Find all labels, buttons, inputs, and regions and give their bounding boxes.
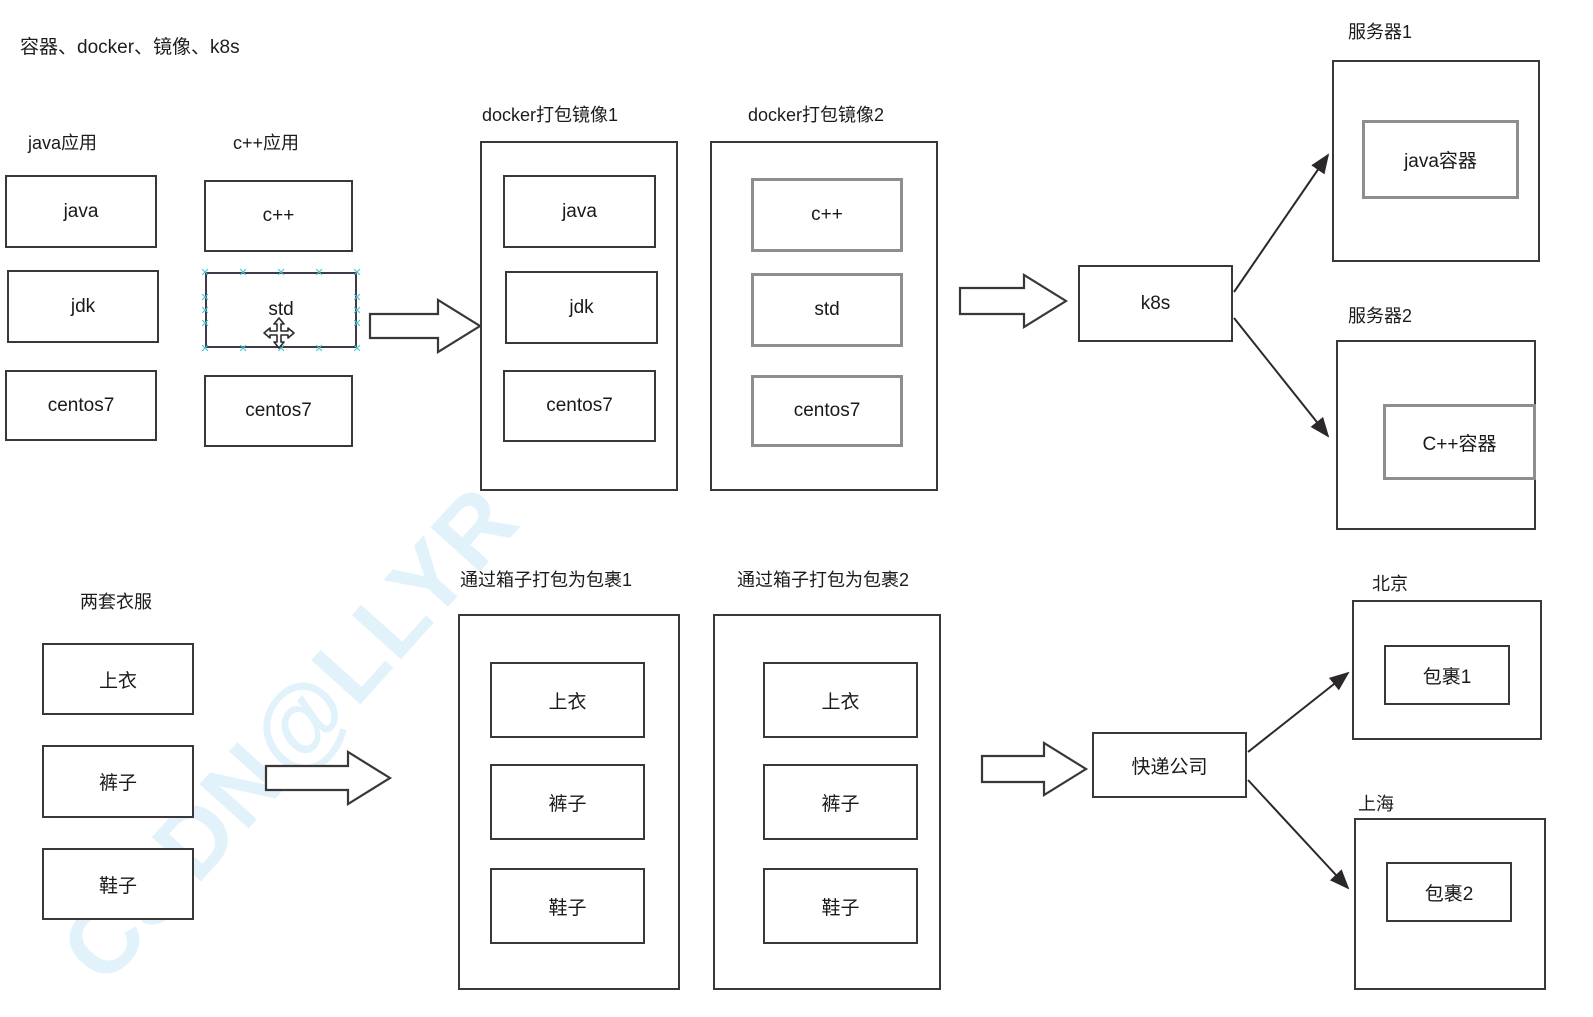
selection-handle-x-icon[interactable]: ✕: [200, 341, 210, 355]
selection-handle-x-icon[interactable]: ✕: [238, 265, 248, 279]
selection-handle-x-icon[interactable]: ✕: [276, 341, 286, 355]
layer-box-java-app-1[interactable]: jdk: [7, 270, 159, 343]
selection-handle-x-icon[interactable]: ✕: [352, 341, 362, 355]
layer-box-image1-1[interactable]: jdk: [505, 271, 658, 344]
label-server2: 服务器2: [1348, 306, 1413, 326]
selection-handle-x-icon[interactable]: ✕: [200, 303, 210, 317]
layer-box-java-app-2[interactable]: centos7: [5, 370, 157, 441]
dest2-parcel-box[interactable]: 包裹2: [1386, 862, 1512, 922]
label-java-app: java应用: [28, 133, 98, 153]
selection-handle-x-icon[interactable]: ✕: [200, 290, 210, 304]
selection-handle-x-icon[interactable]: ✕: [352, 316, 362, 330]
move-cursor-4way-icon: [262, 316, 296, 350]
package2-item-box-2[interactable]: 鞋子: [763, 868, 918, 944]
arrow-courier-to-dest1: [1247, 671, 1350, 753]
label-cpp-app: c++应用: [233, 133, 300, 153]
clothes-item-box-0[interactable]: 上衣: [42, 643, 194, 715]
layer-box-image1-2[interactable]: centos7: [503, 370, 656, 442]
label-package1: 通过箱子打包为包裹1: [460, 570, 633, 590]
block-arrow-right-icon: [958, 272, 1070, 335]
label-image2: docker打包镜像2: [748, 105, 885, 125]
label-clothes: 两套衣服: [80, 592, 152, 612]
block-arrow-right-icon: [264, 748, 394, 813]
selection-handle-x-icon[interactable]: ✕: [200, 316, 210, 330]
dest1-parcel-box[interactable]: 包裹1: [1384, 645, 1510, 705]
selection-handle-x-icon[interactable]: ✕: [352, 290, 362, 304]
layer-box-image1-0[interactable]: java: [503, 175, 656, 248]
arrow-courier-to-dest2: [1247, 779, 1350, 890]
courier-box[interactable]: 快递公司: [1092, 732, 1247, 798]
layer-box-image2-0[interactable]: c++: [751, 178, 903, 252]
server1-container-box[interactable]: java容器: [1362, 120, 1519, 199]
k8s-box[interactable]: k8s: [1078, 265, 1233, 342]
selection-handle-x-icon[interactable]: ✕: [276, 265, 286, 279]
page-title: 容器、docker、镜像、k8s: [20, 37, 240, 58]
package1-item-box-2[interactable]: 鞋子: [490, 868, 645, 944]
layer-box-cpp-app-2[interactable]: centos7: [204, 375, 353, 447]
block-arrow-right-icon: [980, 740, 1092, 803]
selection-handle-x-icon[interactable]: ✕: [200, 265, 210, 279]
layer-box-image2-1[interactable]: std: [751, 273, 903, 347]
layer-box-cpp-app-1-label: std: [268, 299, 294, 320]
selection-handle-x-icon[interactable]: ✕: [238, 341, 248, 355]
package1-item-box-1[interactable]: 裤子: [490, 764, 645, 840]
layer-box-java-app-0[interactable]: java: [5, 175, 157, 248]
block-arrow-right-icon: [368, 296, 484, 361]
selection-handle-x-icon[interactable]: ✕: [314, 265, 324, 279]
selection-handle-x-icon[interactable]: ✕: [314, 341, 324, 355]
clothes-item-box-1[interactable]: 裤子: [42, 745, 194, 818]
clothes-item-box-2[interactable]: 鞋子: [42, 848, 194, 920]
selection-handle-x-icon[interactable]: ✕: [352, 303, 362, 317]
label-dest2: 上海: [1358, 794, 1394, 814]
selection-handle-x-icon[interactable]: ✕: [352, 265, 362, 279]
label-server1: 服务器1: [1348, 22, 1413, 42]
arrow-k8s-to-server2: [1233, 317, 1330, 438]
arrow-k8s-to-server1: [1233, 153, 1330, 293]
package1-item-box-0[interactable]: 上衣: [490, 662, 645, 738]
layer-box-image2-2[interactable]: centos7: [751, 375, 903, 447]
layer-box-cpp-app-0[interactable]: c++: [204, 180, 353, 252]
server2-container-box[interactable]: C++容器: [1383, 404, 1536, 480]
label-package2: 通过箱子打包为包裹2: [737, 570, 910, 590]
package2-item-box-1[interactable]: 裤子: [763, 764, 918, 840]
label-image1: docker打包镜像1: [482, 105, 619, 125]
package2-item-box-0[interactable]: 上衣: [763, 662, 918, 738]
label-dest1: 北京: [1372, 574, 1408, 594]
